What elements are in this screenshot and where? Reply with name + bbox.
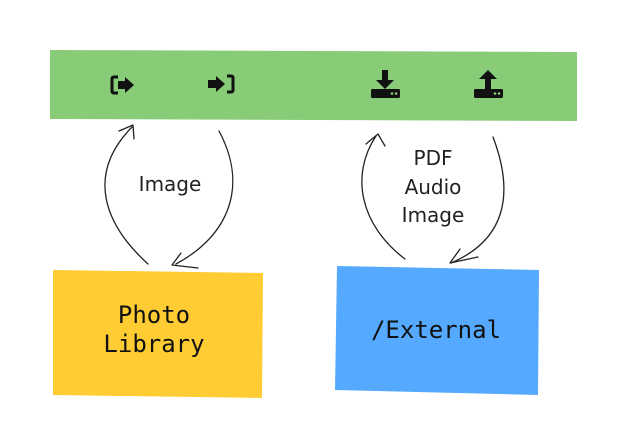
right-flow-label-audio: Audio	[405, 175, 462, 199]
right-flow-label-pdf: PDF	[414, 146, 453, 170]
arrowhead-down-right	[449, 248, 479, 264]
arrow-down-right	[450, 136, 505, 264]
arrowhead-down-left	[171, 252, 199, 269]
export-icon[interactable]	[110, 75, 134, 95]
import-icon[interactable]	[208, 74, 235, 94]
arrow-up-left	[104, 126, 149, 265]
arrowhead-up-right	[365, 133, 386, 147]
photo-library-label-line2: Library	[103, 330, 204, 358]
right-flow-arrows	[361, 133, 505, 264]
external-label: /External	[371, 316, 501, 344]
right-flow-label-image: Image	[402, 203, 465, 227]
toolbar	[50, 50, 577, 121]
left-flow-arrows	[104, 124, 234, 269]
left-flow-label: Image	[139, 172, 202, 196]
arrow-up-right	[361, 135, 406, 260]
external-box	[335, 266, 539, 395]
upload-icon[interactable]	[474, 70, 503, 98]
download-icon[interactable]	[371, 70, 400, 98]
photo-library-label-line1: Photo	[118, 301, 190, 329]
arrowhead-up-left	[118, 124, 135, 140]
arrow-down-left	[175, 130, 234, 265]
photo-library-box	[53, 270, 263, 398]
